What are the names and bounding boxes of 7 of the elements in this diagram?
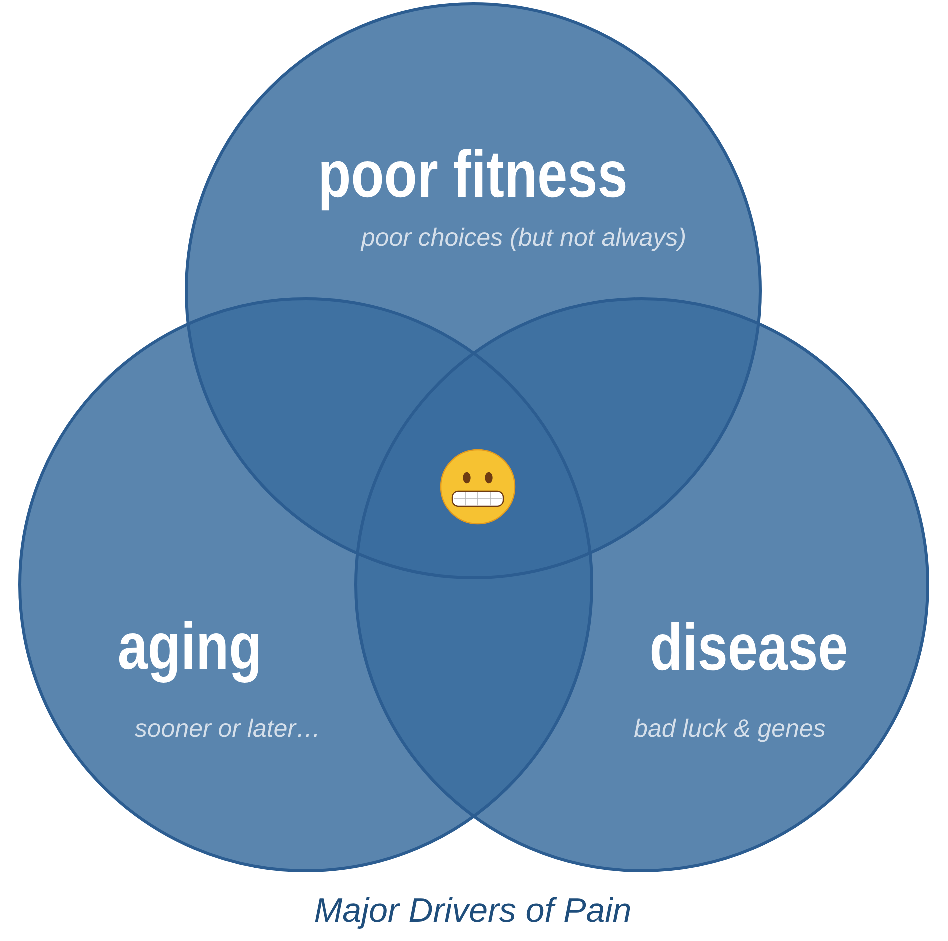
circle-note: sooner or later…	[134, 718, 318, 738]
circle-heading: aging	[119, 621, 259, 683]
circle-heading: poor fitness	[322, 149, 626, 211]
circle-note: poor choices (but not always)	[360, 228, 686, 252]
circle-note: bad luck & genes	[634, 718, 826, 742]
circle-heading: disease	[652, 622, 846, 671]
caption: Major Drivers of Pain	[315, 897, 630, 930]
